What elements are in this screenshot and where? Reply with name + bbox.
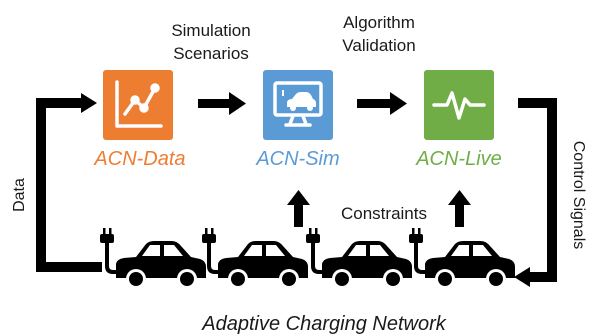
constraints-arrow-right [448,190,471,227]
arrow-data-to-sim [198,92,246,115]
acn-live-tile [424,70,494,140]
simulation-label-line1: Simulation [171,21,250,40]
algorithm-label-line2: Validation [342,36,415,55]
ev-charging-car-icon [304,226,414,291]
control-signals-label: Control Signals [570,141,587,250]
ev-charging-car-icon [98,226,208,291]
arrow-sim-to-live [357,92,407,115]
line-chart-icon [115,80,163,128]
acn-live-box [424,70,494,140]
acn-live-label: ACN-Live [415,148,502,170]
acn-data-label: ACN-Data [93,148,185,170]
constraints-label: Constraints [341,204,427,223]
data-loop-arrow [36,93,102,272]
network-caption: Adaptive Charging Network [201,313,446,335]
pulse-icon [432,91,486,120]
acn-data-box [103,70,173,140]
acn-sim-label: ACN-Sim [255,148,339,170]
algorithm-label-line1: Algorithm [343,13,415,32]
control-signals-loop-arrow [514,98,557,287]
simulation-label-line2: Scenarios [173,44,249,63]
constraints-arrow-left [287,190,310,227]
data-label: Data [11,178,28,212]
monitor-car-icon [273,81,323,127]
ev-charging-car-icon [200,226,310,291]
ev-charging-car-icon [407,226,517,291]
acn-sim-box [263,70,333,140]
